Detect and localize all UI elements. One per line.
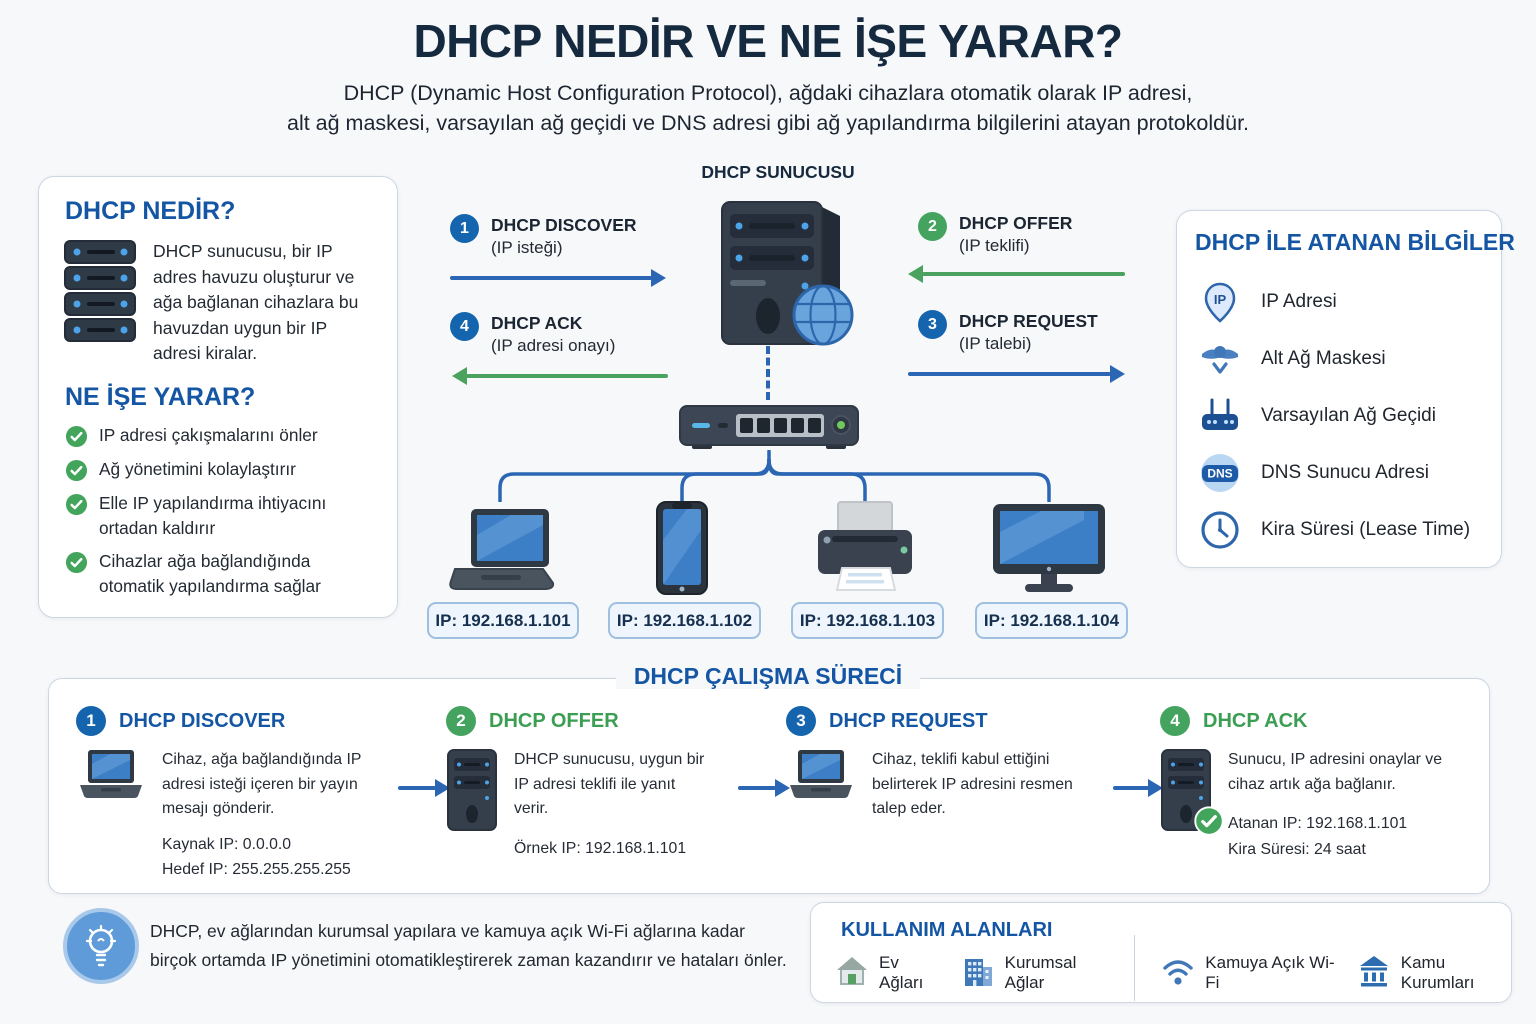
lightbulb-icon xyxy=(63,908,139,984)
svg-text:IP: IP xyxy=(1214,292,1227,307)
what-is-dhcp-text: DHCP sunucusu, bir IP adres havuzu oluşt… xyxy=(153,241,359,363)
example-ip: Örnek IP: 192.168.1.101 xyxy=(514,839,687,857)
footer-note: DHCP, ev ağlarından kurumsal yapılara ve… xyxy=(150,921,787,970)
dhcp-server-icon xyxy=(704,196,854,353)
laptop-icon xyxy=(786,748,856,807)
check-icon xyxy=(65,551,88,574)
target-ip: Hedef IP: 255.255.255.255 xyxy=(162,861,351,878)
message-offer: 2 DHCP OFFER (IP teklifi) xyxy=(918,212,1072,258)
ip-pin-icon: IP xyxy=(1197,280,1243,324)
check-icon xyxy=(65,425,88,448)
dhcp-server-label: DHCP SUNUCUSU xyxy=(701,162,855,182)
server-switch-link xyxy=(766,346,770,400)
ack-arrow xyxy=(452,366,668,385)
page-subtitle: DHCP (Dynamic Host Configuration Protoco… xyxy=(0,78,1536,138)
step-3-badge: 3 xyxy=(918,310,947,339)
step-2-badge: 2 xyxy=(918,212,947,241)
desktop-monitor-icon xyxy=(989,502,1109,599)
what-is-dhcp-heading: DHCP NEDİR? xyxy=(65,197,236,225)
step-1-badge: 1 xyxy=(450,214,479,243)
benefit-item: IP adresi çakışmalarını önler xyxy=(65,423,377,448)
assigned-info-panel: DHCP İLE ATANAN BİLGİLER IP IP Adresi xyxy=(1176,210,1515,568)
lease-time: Kira Süresi: 24 saat xyxy=(1228,840,1366,858)
step-arrow xyxy=(738,779,790,796)
network-switch-icon xyxy=(678,398,860,457)
divider xyxy=(1133,935,1136,1001)
usage-item-home: Ev Ağları xyxy=(835,953,939,993)
dns-icon: DNS xyxy=(1197,451,1243,495)
assigned-ip: Atanan IP: 192.168.1.101 xyxy=(1228,815,1408,832)
house-icon xyxy=(835,954,869,993)
message-request: 3 DHCP REQUEST (IP talebi) xyxy=(918,310,1098,356)
laptop-icon xyxy=(445,505,557,600)
why-dhcp-heading: NE İŞE YARAR? xyxy=(65,383,256,411)
building-icon xyxy=(961,954,995,993)
step-arrow xyxy=(398,779,450,796)
server-confirmed-icon xyxy=(1160,748,1224,837)
usage-item-public-wifi: Kamuya Açık Wi-Fi xyxy=(1161,953,1335,993)
router-icon xyxy=(1197,394,1243,438)
process-step-request: 3 DHCP REQUEST Cihaz, teklifi kabul etti… xyxy=(786,706,1088,822)
clock-icon xyxy=(1197,508,1243,552)
server-icon xyxy=(446,748,498,837)
request-arrow xyxy=(908,364,1125,383)
wifi-icon xyxy=(1161,954,1195,993)
discover-arrow xyxy=(450,268,666,287)
page-title: DHCP NEDİR VE NE İŞE YARAR? xyxy=(413,15,1123,67)
check-icon xyxy=(1194,806,1224,841)
svg-text:DNS: DNS xyxy=(1207,466,1232,480)
step-4-badge: 4 xyxy=(450,312,479,341)
check-icon xyxy=(65,493,88,516)
device-ip-label: IP: 192.168.1.102 xyxy=(608,602,761,639)
usage-item-corporate: Kurumsal Ağlar xyxy=(961,953,1108,993)
process-step-offer: 2 DHCP OFFER DHCP sunucusu, uygun bir IP… xyxy=(446,706,738,861)
what-is-dhcp-panel: DHCP NEDİR? DHCP sunucusu, bir xyxy=(38,176,398,618)
message-ack: 4 DHCP ACK (IP adresi onayı) xyxy=(450,312,615,358)
benefit-item: Elle IP yapılandırma ihtiyacını ortadan … xyxy=(65,491,377,540)
message-discover: 1 DHCP DISCOVER (IP isteği) xyxy=(450,214,637,260)
process-step-discover: 1 DHCP DISCOVER Cihaz, ağa bağlandığında… xyxy=(76,706,378,883)
device-ip-label: IP: 192.168.1.104 xyxy=(975,602,1128,639)
laptop-icon xyxy=(76,748,146,807)
assigned-item: IP IP Adresi xyxy=(1197,273,1481,330)
benefit-item: Ağ yönetimini kolaylaştırır xyxy=(65,457,377,482)
assigned-item: Alt Ağ Maskesi xyxy=(1197,330,1481,387)
subtitle-line-1: DHCP (Dynamic Host Configuration Protoco… xyxy=(343,81,1193,105)
subnet-mask-icon xyxy=(1197,337,1243,381)
usage-heading: KULLANIM ALANLARI xyxy=(841,919,1053,941)
bank-icon xyxy=(1357,954,1391,993)
step-arrow xyxy=(1113,779,1163,796)
assigned-item: Kira Süresi (Lease Time) xyxy=(1197,501,1481,558)
usage-item-government: Kamu Kurumları xyxy=(1357,953,1511,993)
offer-arrow xyxy=(908,264,1125,283)
printer-icon xyxy=(810,500,920,601)
device-ip-label: IP: 192.168.1.101 xyxy=(427,602,579,639)
assigned-item: DNS DNS Sunucu Adresi xyxy=(1197,444,1481,501)
source-ip: Kaynak IP: 0.0.0.0 xyxy=(162,835,292,853)
usage-areas-panel: KULLANIM ALANLARI Ev Ağları xyxy=(810,902,1512,1003)
switch-device-links xyxy=(460,449,1080,507)
benefit-list: IP adresi çakışmalarını önler Ağ yönetim… xyxy=(65,423,377,607)
process-heading: DHCP ÇALIŞMA SÜRECİ xyxy=(48,663,1488,690)
subtitle-line-2: alt ağ maskesi, varsayılan ağ geçidi ve … xyxy=(286,111,1250,135)
server-rack-icon xyxy=(63,239,137,350)
benefit-item: Cihazlar ağa bağlandığında otomatik yapı… xyxy=(65,549,377,598)
assigned-item: Varsayılan Ağ Geçidi xyxy=(1197,387,1481,444)
smartphone-icon xyxy=(655,500,709,601)
check-icon xyxy=(65,459,88,482)
process-step-ack: 4 DHCP ACK Sunucu, IP adresini xyxy=(1160,706,1490,862)
assigned-info-heading: DHCP İLE ATANAN BİLGİLER xyxy=(1195,229,1515,255)
globe-icon xyxy=(792,284,854,346)
device-ip-label: IP: 192.168.1.103 xyxy=(791,602,944,639)
